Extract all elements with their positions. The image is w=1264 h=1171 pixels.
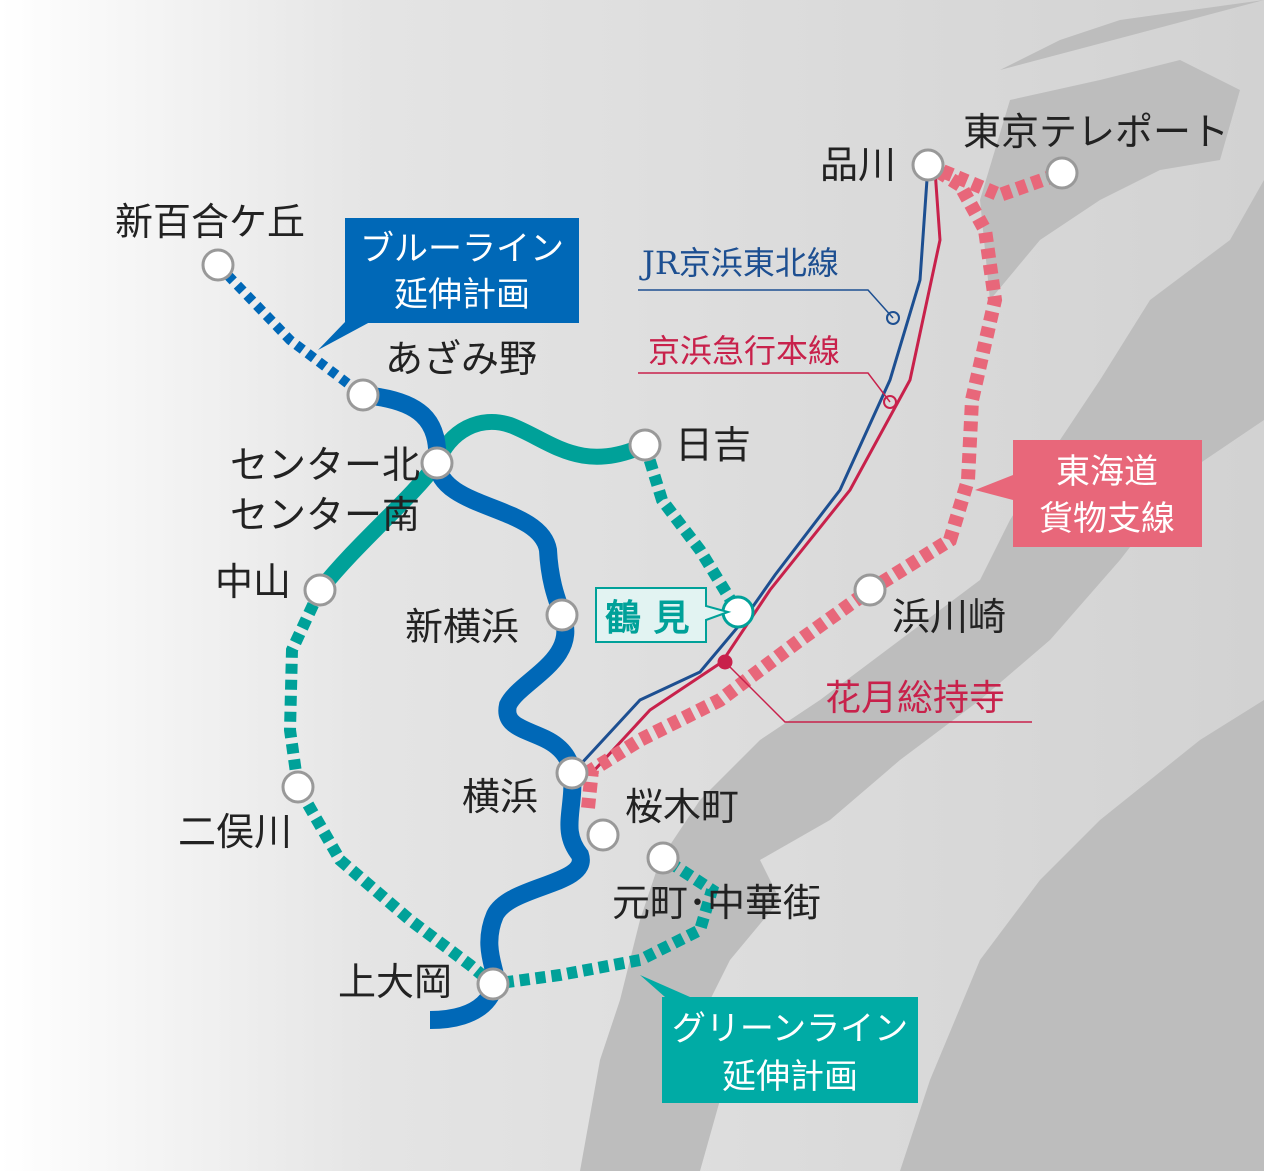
keikyu-leader: [638, 372, 891, 403]
label-jr-keihin-tohoku: JR京浜東北線: [639, 244, 839, 282]
svg-text:延伸計画: 延伸計画: [394, 275, 530, 315]
green-line-extension-north: [639, 443, 744, 616]
label-center-minami: センター南: [230, 493, 420, 537]
jr-keihin-tohoku-line: [578, 164, 930, 767]
label-tsurumi: 鶴 見: [605, 597, 690, 639]
label-tokyo-teleport: 東京テレポート: [963, 110, 1229, 154]
station-center[interactable]: [420, 446, 454, 480]
label-hiyoshi: 日吉: [675, 423, 751, 467]
svg-text:延伸計画: 延伸計画: [722, 1057, 858, 1097]
blue-line: [362, 386, 590, 1029]
station-shinyurigaoka[interactable]: [201, 248, 235, 282]
label-nakayama: 中山: [215, 560, 291, 604]
tsurumi-callout: 鶴 見: [595, 587, 732, 643]
tokaido-freight-line: [581, 158, 1065, 809]
blue-line-extension-callout: ブルーライン 延伸計画: [318, 218, 579, 350]
station-azamino[interactable]: [346, 378, 380, 412]
green-line: [313, 413, 649, 595]
station-futamatagawa[interactable]: [281, 770, 315, 804]
coastline-land: [580, 0, 1264, 1171]
station-shinagawa[interactable]: [911, 148, 945, 182]
label-kamiooka: 上大岡: [338, 960, 452, 1004]
label-shin-yokohama: 新横浜: [405, 605, 519, 649]
label-center-kita: センター北: [230, 443, 420, 487]
green-line-extension-callout: グリーンライン 延伸計画: [640, 975, 918, 1103]
jr-line-pointer-dot: [886, 311, 900, 325]
label-sakuragicho: 桜木町: [625, 785, 739, 829]
blue-line-extension: [214, 261, 367, 399]
keikyu-pointer-dot: [883, 395, 897, 409]
keikyu-line: [588, 169, 942, 777]
svg-text:グリーンライン: グリーンライン: [672, 1009, 908, 1049]
label-shinagawa: 品川: [820, 143, 896, 187]
svg-text:貨物支線: 貨物支線: [1039, 499, 1175, 539]
station-sakuragicho[interactable]: [586, 818, 620, 852]
svg-text:東海道: 東海道: [1056, 452, 1158, 492]
label-azamino: あざみ野: [385, 337, 537, 381]
green-line-extension-south: [283, 587, 720, 991]
svg-text:ブルーライン: ブルーライン: [360, 229, 564, 269]
label-hama-kawasaki: 浜川崎: [892, 595, 1006, 639]
station-kamiooka[interactable]: [476, 967, 510, 1001]
label-shinyurigaoka: 新百合ケ丘: [115, 200, 305, 244]
kagetsu-leader: [724, 661, 1032, 723]
station-motomachi[interactable]: [646, 841, 680, 875]
station-yokohama[interactable]: [555, 756, 589, 790]
tokaido-freight-callout: 東海道 貨物支線: [975, 440, 1202, 547]
station-markers: [201, 148, 1079, 1001]
station-shin-yokohama[interactable]: [545, 598, 579, 632]
station-nakayama[interactable]: [303, 573, 337, 607]
station-hiyoshi[interactable]: [628, 428, 662, 462]
label-kagetsu-sojiji: 花月総持寺: [825, 678, 1005, 719]
label-futamatagawa: 二俣川: [178, 810, 292, 854]
station-tokyo-teleport[interactable]: [1045, 156, 1079, 190]
station-hama-kawasaki[interactable]: [853, 573, 887, 607]
label-yokohama: 横浜: [462, 775, 538, 819]
label-keikyu: 京浜急行本線: [648, 332, 840, 370]
label-motomachi-chukagai: 元町･中華街: [612, 881, 821, 925]
jr-leader: [638, 289, 894, 319]
